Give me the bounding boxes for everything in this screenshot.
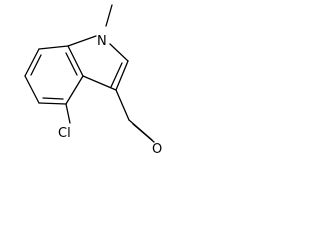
molecule-structure: N Cl O xyxy=(24,4,162,157)
bond-c3a-c7a xyxy=(67,45,84,77)
atom-label-cl: Cl xyxy=(58,126,71,141)
bond-c7a-n1 xyxy=(67,35,97,47)
bond-c2-c3 xyxy=(115,60,129,91)
atom-label-n1: N xyxy=(97,34,107,49)
atom-label-o: O xyxy=(152,142,162,157)
bond-c7-cl xyxy=(65,103,71,124)
bond-c6-c7 xyxy=(38,102,67,105)
bond-c7-c3a xyxy=(65,75,84,105)
bond-c4-c5 xyxy=(24,48,40,77)
bond-c5-c6 xyxy=(24,75,40,104)
bond-inner-c2-c3 xyxy=(110,62,123,88)
bond-n1-c2 xyxy=(109,43,129,62)
bond-c3-c3a xyxy=(82,75,117,91)
bond-inner-c6-c7 xyxy=(42,97,64,100)
bond-inner-c4-c5 xyxy=(30,54,42,76)
bond-c7a-c4 xyxy=(38,45,69,50)
bond-c3-cho xyxy=(115,89,130,121)
bond-n1-methyl xyxy=(105,4,113,27)
bond-inner-c3a-c7a xyxy=(65,52,78,76)
bond-cho-o-double xyxy=(132,123,155,143)
